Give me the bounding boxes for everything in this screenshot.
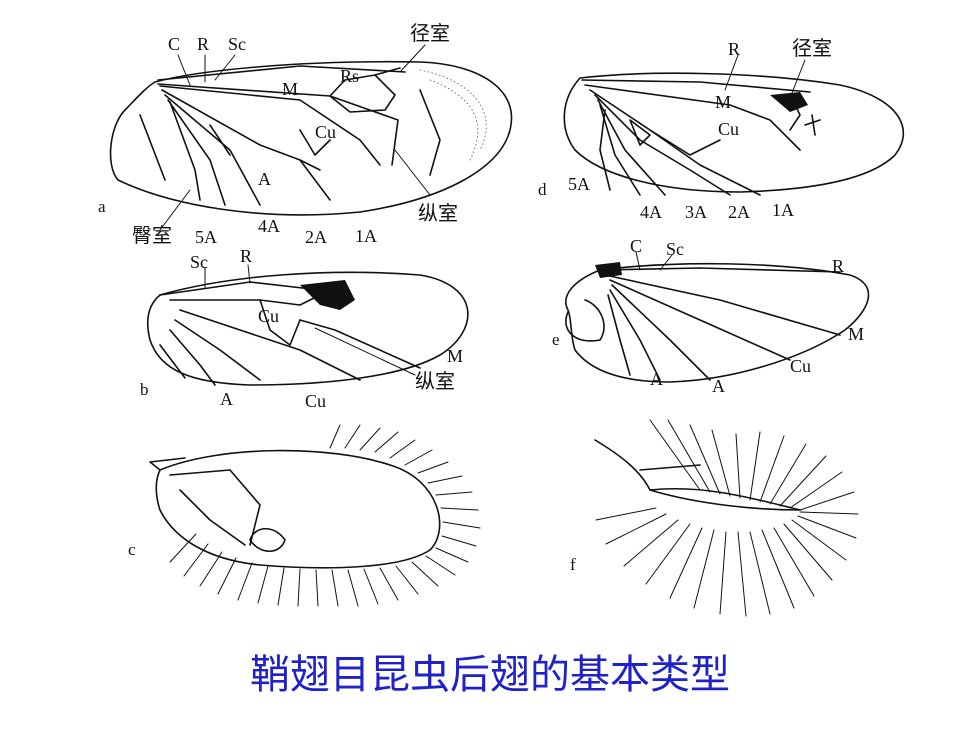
figure-caption: 鞘翅目昆虫后翅的基本类型 <box>250 652 730 698</box>
wing-a-label-anal-cell: 臀室 <box>132 223 172 247</box>
wing-a-label-a: A <box>258 169 271 189</box>
wing-e-panel-letter: e <box>552 330 560 349</box>
wing-c-panel-letter: c <box>128 540 136 559</box>
wing-b-label-r: R <box>240 246 252 266</box>
wing-e-label-sc: Sc <box>666 239 684 259</box>
wing-b-label-m: M <box>447 346 463 366</box>
wing-b-dark-patch <box>300 280 355 310</box>
wing-b-label-sc: Sc <box>190 252 208 272</box>
wing-a-label-r: R <box>197 34 209 54</box>
wing-d-panel-letter: d <box>538 180 547 199</box>
wing-d <box>563 54 905 196</box>
wing-d-label-3a: 3A <box>685 202 707 222</box>
wing-a-shading <box>419 69 487 161</box>
wing-a-label-c: C <box>168 34 180 54</box>
wing-a-label-sc: Sc <box>228 34 246 54</box>
wing-e-label-cu: Cu <box>790 356 811 376</box>
wing-d-label-radial-cell: 径室 <box>792 36 832 60</box>
wing-b-label-a: A <box>220 389 233 409</box>
wing-d-dark-patch <box>770 92 808 112</box>
wing-d-label-2a: 2A <box>728 202 750 222</box>
wing-e-dark-patch <box>595 262 622 278</box>
wing-b-label-cu-lower: Cu <box>305 391 326 411</box>
wing-a-label-5a: 5A <box>195 227 217 247</box>
wing-b <box>146 264 469 386</box>
wing-a <box>109 44 513 231</box>
wing-e-label-a-right: A <box>712 376 725 396</box>
wing-f <box>594 439 801 511</box>
wing-a-label-longitudinal-cell: 纵室 <box>418 201 458 225</box>
wing-a-label-radial-cell: 径室 <box>410 21 450 45</box>
wing-b-label-longitudinal-cell: 纵室 <box>415 369 455 393</box>
wing-e-label-a-left: A <box>650 369 663 389</box>
wing-b-panel-letter: b <box>140 380 149 399</box>
wing-a-label-m: M <box>282 79 298 99</box>
wing-e <box>565 251 870 383</box>
wing-a-panel-letter: a <box>98 197 106 216</box>
wing-c <box>149 449 441 569</box>
wing-a-label-cu: Cu <box>315 122 336 142</box>
wing-d-label-cu: Cu <box>718 119 739 139</box>
wing-e-label-c: C <box>630 236 642 256</box>
wing-a-label-rs: Rs <box>340 66 359 86</box>
wing-d-label-m: M <box>715 92 731 112</box>
wing-a-label-2a: 2A <box>305 227 327 247</box>
wing-d-label-1a: 1A <box>772 200 794 220</box>
wing-illustrations: C R Sc 径室 M Rs Cu A 纵室 臀室 5A 4A 2A 1A a … <box>98 21 905 617</box>
wing-f-fringe <box>595 419 859 617</box>
wing-f-panel-letter: f <box>570 555 576 574</box>
wing-d-label-r: R <box>728 39 740 59</box>
wing-c-fringe <box>169 424 481 607</box>
wing-a-label-1a: 1A <box>355 226 377 246</box>
wing-b-label-cu-upper: Cu <box>258 306 279 326</box>
wing-d-label-5a: 5A <box>568 174 590 194</box>
wing-a-label-4a: 4A <box>258 216 280 236</box>
wing-e-label-r: R <box>832 256 844 276</box>
wing-d-label-4a: 4A <box>640 202 662 222</box>
wing-e-label-m: M <box>848 324 864 344</box>
